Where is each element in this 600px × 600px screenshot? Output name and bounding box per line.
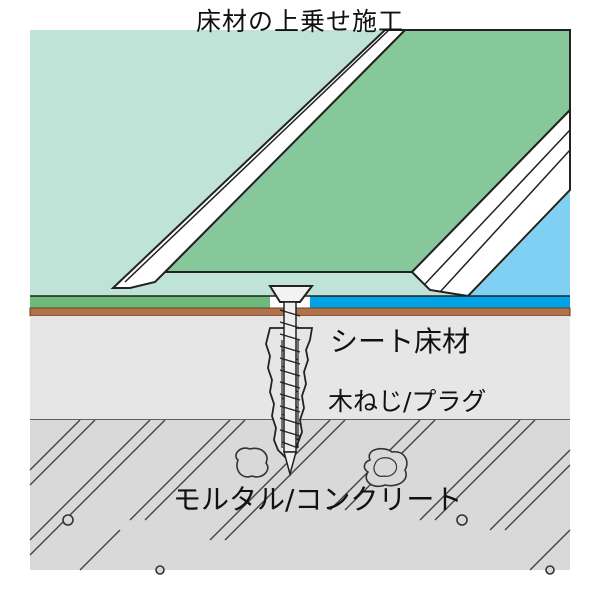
- label-mortar-concrete: モルタル/コンクリート: [173, 483, 463, 516]
- diagram-title: 床材の上乗せ施工: [195, 7, 404, 36]
- wood-screw: [268, 285, 314, 477]
- concrete-hatching: [29, 419, 571, 571]
- adjacent-floor-blue: [470, 192, 570, 296]
- floor-cover-left: [30, 296, 270, 308]
- floor-cover-right: [310, 296, 570, 308]
- sheet-floor-band: [29, 307, 571, 317]
- concrete-layer: [30, 420, 570, 570]
- concrete-aggregate: [62, 447, 555, 575]
- label-sheet-floor: シート床材: [330, 325, 471, 358]
- label-screw-plug: 木ねじ/プラグ: [328, 387, 487, 416]
